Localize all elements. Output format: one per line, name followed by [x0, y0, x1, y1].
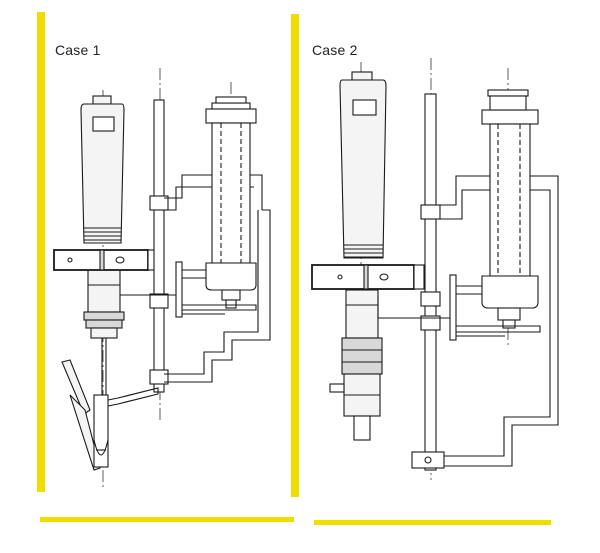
case-1-jaw [61, 359, 159, 471]
case-2-cylinder [456, 89, 539, 329]
case-2-rail [411, 93, 445, 471]
case-2-label: Case 2 [312, 42, 358, 58]
case-1-rail [149, 99, 169, 393]
yellow-bars [37, 12, 551, 525]
case-1-left-bar [37, 12, 45, 492]
case-2-frame [436, 175, 559, 467]
case-1-bottom-bar [40, 517, 294, 522]
case-2-arm [377, 274, 541, 341]
case-2-screwdriver [329, 71, 387, 441]
case-1-label: Case 1 [55, 42, 101, 58]
case-2-bottom-bar [314, 520, 551, 525]
case-1-screwdriver [80, 95, 125, 400]
case-2-diagram [311, 58, 559, 480]
case-1-frame [164, 174, 271, 383]
case-1-arm [120, 261, 257, 318]
case-1-clamp-block [53, 249, 157, 271]
case-2-clamp-block [311, 264, 425, 290]
case-2-left-bar [291, 14, 299, 497]
case-1-diagram [53, 68, 271, 488]
case-1-cylinder [182, 96, 257, 309]
